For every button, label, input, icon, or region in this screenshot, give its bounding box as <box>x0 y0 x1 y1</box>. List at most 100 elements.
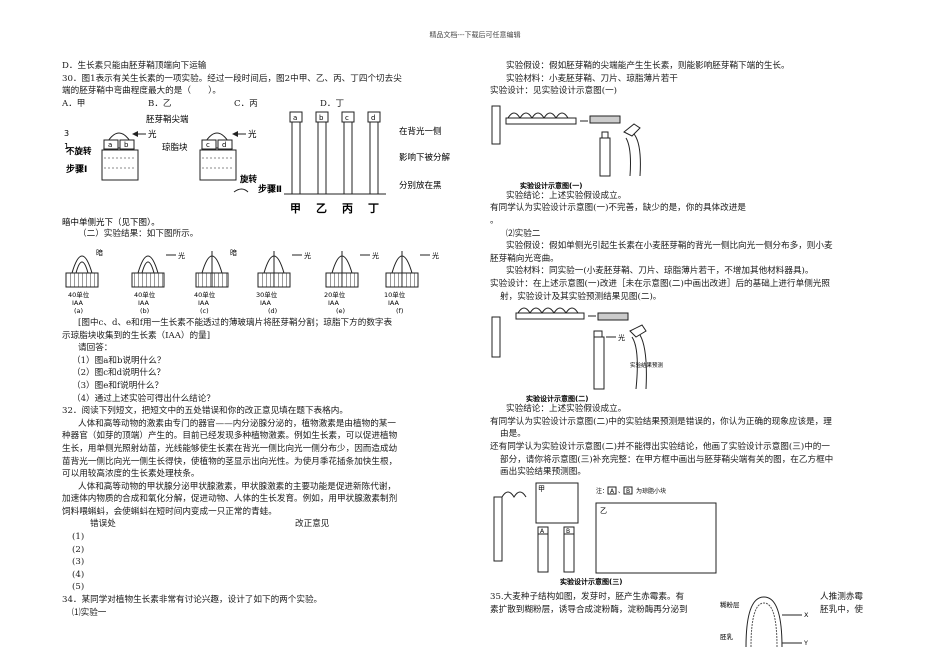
panel-letter: (a) <box>74 307 83 315</box>
iaa-amount: 40单位 <box>194 290 216 299</box>
aleurone-label: 糊粉层 <box>720 600 740 609</box>
option-c: C．丙 <box>234 98 258 109</box>
agar-a-label: A <box>540 528 545 535</box>
design-caption-2: 实验设计示意图(二) <box>526 394 588 403</box>
text-line: 胚芽鞘向光弯曲。 <box>490 253 559 264</box>
iaa-unit: IAA <box>328 299 340 307</box>
text-line: 有同学认为实验设计示意图(一)不完善，缺少的是，你的具体改进是 <box>490 203 746 214</box>
question-4: （4）通过上述实验可得出什么结论？ <box>72 393 215 404</box>
rotate-label: 旋转 <box>239 174 258 185</box>
arrow-head <box>232 131 238 138</box>
text-line: [图中c、d、e和f用一生长素不能透过的薄玻璃片将胚芽鞘分割；琼脂下方的数字表 <box>78 317 393 328</box>
step2-label: 步骤Ⅱ <box>258 183 282 195</box>
note-box-a <box>607 486 617 495</box>
column-block-label: c <box>345 114 349 122</box>
panel-letter: (c) <box>200 307 209 315</box>
right-column: 实验假设：假如胚芽鞘的尖端能产生生长素，则能影响胚芽鞘下端的生长。 实验材料：小… <box>490 60 890 647</box>
column-name-jia: 甲 <box>290 202 301 215</box>
text-line: 画出实验结果预测图。 <box>500 467 586 478</box>
text-line: ⑵实验二 <box>506 228 541 239</box>
column-name-bing: 丙 <box>342 202 353 215</box>
option-d: D．丁 <box>320 98 345 109</box>
figure-1: 3 1 步骤Ⅰ 不旋转 a b 光 胚芽鞘尖端 琼脂块 c d 光 旋转 步骤Ⅱ <box>64 111 451 195</box>
correction-table-header: 错误处 改正意见 <box>62 518 472 531</box>
text-line: 还有同学认为实验设计示意图(二)并不能得出实验结论，他画了实验设计示意图(三)中… <box>490 441 830 452</box>
light-label: 光 <box>372 251 379 260</box>
note-box-b <box>623 486 633 495</box>
column-block-c <box>341 111 355 123</box>
block-label-b: b <box>124 141 129 149</box>
text-line: 请回答： <box>78 343 113 354</box>
coleoptile <box>491 105 501 145</box>
caption: 实验设计示意图(一) <box>520 181 582 190</box>
text-line: 实验设计：见实验设计示意图(一) <box>490 86 618 97</box>
text-line: 素扩散到糊粉层，诱导合成淀粉酶，淀粉酶再分泌到 <box>490 604 688 615</box>
tips-row <box>501 491 527 498</box>
base-pot <box>101 149 139 181</box>
table-row: (3) <box>72 557 85 568</box>
text-line: 射，实验设计及其实验预测结果见图(二)。 <box>500 291 662 302</box>
dark-label: 暗 <box>230 248 237 257</box>
box-jia-label: 甲 <box>538 485 545 493</box>
iaa-unit: IAA <box>138 299 150 307</box>
side-text: 分别放在黑 <box>399 180 442 191</box>
agar-strip <box>505 117 577 125</box>
panel-letter: (e) <box>336 307 345 315</box>
agar-cube <box>593 330 603 338</box>
agar-block-d <box>217 139 233 150</box>
figure-2-panel-a: 暗 <box>65 248 103 288</box>
panel-letter: (f) <box>396 307 403 315</box>
paragraph-line: 种器官（如芽的顶端）产生的。目前已经发现多种植物激素。例如生长素，可以促进植物 <box>62 431 398 442</box>
curved-tip <box>623 123 641 137</box>
note-text: 注： <box>596 487 608 495</box>
iaa-amount: 20单位 <box>324 290 346 299</box>
light-label: 光 <box>148 129 157 140</box>
text-line: 胚乳中，使 <box>820 604 863 615</box>
coleoptile <box>493 496 503 562</box>
caption: 实验设计示意图(三) <box>560 577 622 586</box>
figure-2: 暗 光 暗 光 光 <box>65 248 439 315</box>
note-text: 、 <box>618 488 624 495</box>
barley-seed-figure: 糊粉层 胚乳 X Y <box>720 596 809 647</box>
base-pot <box>199 149 237 181</box>
result-line: （二）实验结果：如下图所示。 <box>78 229 199 240</box>
seed-outline <box>745 596 783 647</box>
frag-text: 1 <box>64 142 69 151</box>
question-35: 35.大麦种子结构如图，发芽时，胚产生赤霉素。有 <box>490 591 685 602</box>
design-caption-1: 实验设计示意图(一) <box>520 181 582 190</box>
coleoptile-b <box>563 533 575 573</box>
aleurone-layer <box>750 602 778 647</box>
tips-row <box>507 112 569 119</box>
block-label-c: c <box>206 141 210 149</box>
light-label: 光 <box>304 251 311 260</box>
question-34: 34．某同学对植物生长素非常有讨论兴趣，设计了如下的两个实验。 <box>62 595 323 606</box>
column-block-label: a <box>293 114 297 122</box>
paragraph-line: 加速体内物质的合成和氧化分解，促进动物、人体的生长发育。例如，用甲状腺激素制剂 <box>62 494 398 505</box>
figure-2-panel-f: 光 <box>385 250 439 288</box>
question-35-block: 35.大麦种子结构如图，发芽时，胚产生赤霉素。有 素扩散到糊粉层，诱导合成淀粉酶… <box>490 587 890 647</box>
paragraph-line: 可以用较高浓度的生长素处理枝条。 <box>62 469 200 480</box>
box-yi <box>595 502 717 574</box>
note-a: A <box>610 488 615 495</box>
left-column: D．生长素只能由胚芽鞘顶端向下运输 30．图1表示有关生长素的一项实验。经过一段… <box>62 60 472 619</box>
light-label: 光 <box>178 251 185 260</box>
column-block-label: b <box>319 114 324 122</box>
iaa-amount: 10单位 <box>384 290 406 299</box>
label-x: X <box>804 611 809 619</box>
coleoptile-cut <box>593 336 605 390</box>
agar-block-a <box>103 139 119 150</box>
light-label: 光 <box>248 129 257 140</box>
box-yi-label: 乙 <box>600 507 607 515</box>
text-line: 部分，请你将示意图(三)补充完整：在甲方框中画出与胚芽鞘尖端有关的图，在乙方框中 <box>500 454 834 465</box>
text-line: 实验设计：在上述示意图(一)改进［未在示意图(二)中画出改进］后的基础上进行单侧… <box>490 278 830 289</box>
note-text: 为琼脂小块 <box>636 487 666 495</box>
curved-tip <box>629 324 647 338</box>
design-figure-1 <box>491 105 641 177</box>
caption: 实验设计示意图(二) <box>526 394 588 403</box>
header-error: 错误处 <box>90 519 116 530</box>
option-b: B．乙 <box>148 98 172 109</box>
design-figure-2: 光 实验结果预测 <box>491 307 664 390</box>
iaa-amount: 40单位 <box>68 290 90 299</box>
column-block-a <box>289 111 303 123</box>
coleoptile-cut <box>599 137 611 177</box>
